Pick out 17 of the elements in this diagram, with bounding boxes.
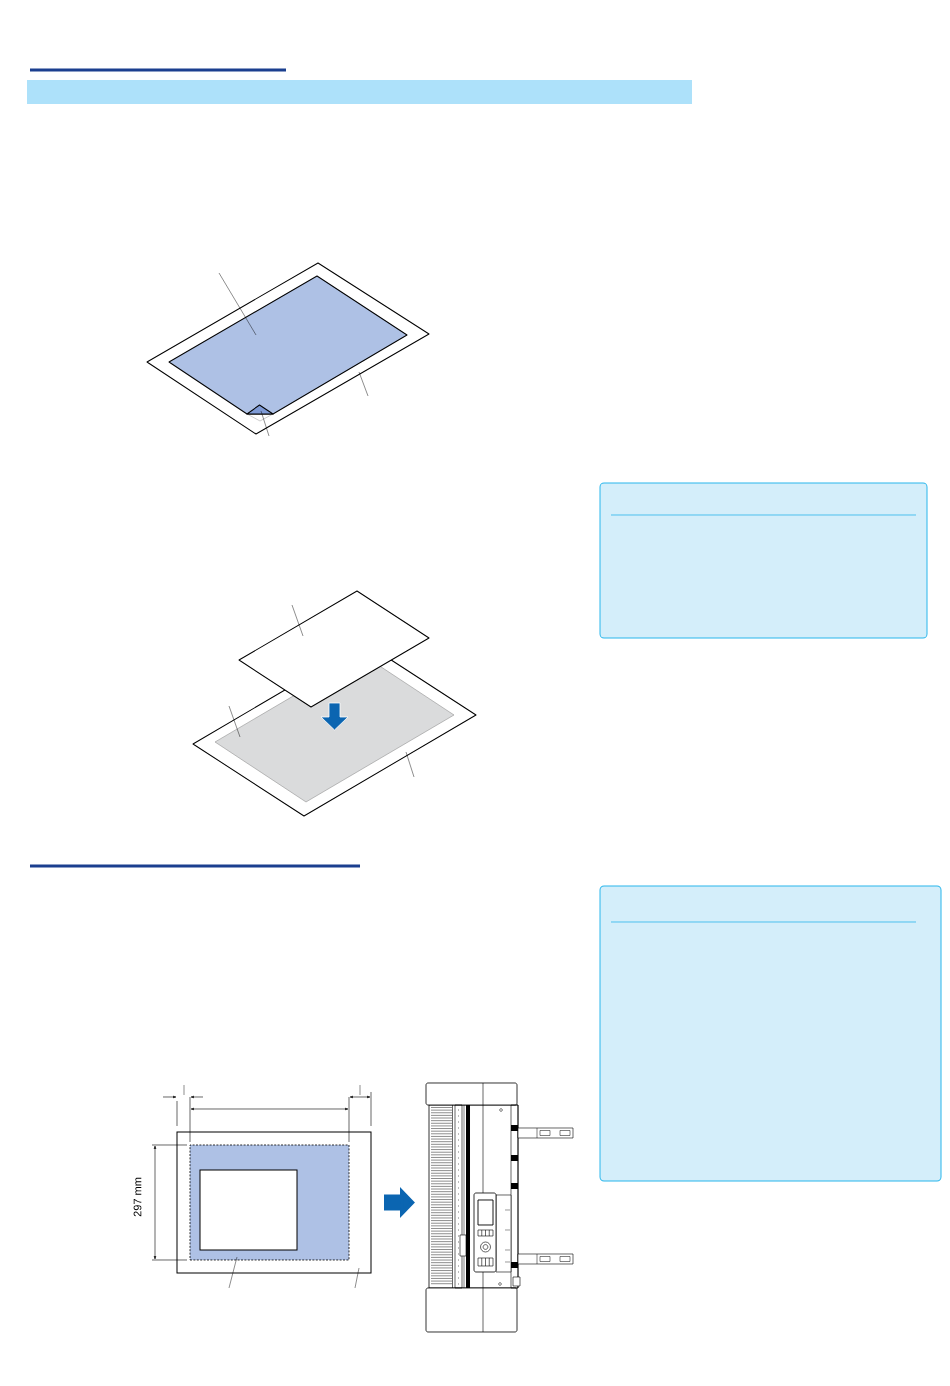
note-panel — [599, 482, 928, 639]
leader-line — [228, 1256, 238, 1289]
leader-line — [358, 371, 369, 397]
heading-band — [27, 80, 692, 104]
leader-line — [218, 272, 257, 336]
plotter-drawing — [425, 1082, 574, 1333]
leader-line — [291, 604, 304, 637]
leader-line — [354, 1267, 360, 1289]
dimension-label: 297 mm — [133, 1177, 142, 1217]
note-panel — [599, 885, 942, 1182]
paper-sheet — [238, 590, 430, 708]
peeled-corner — [246, 404, 274, 422]
image-frame — [199, 1169, 298, 1251]
leader-line — [405, 751, 415, 778]
protective-sheet — [168, 275, 408, 415]
leader-line — [228, 705, 241, 738]
leader-line — [260, 410, 270, 437]
